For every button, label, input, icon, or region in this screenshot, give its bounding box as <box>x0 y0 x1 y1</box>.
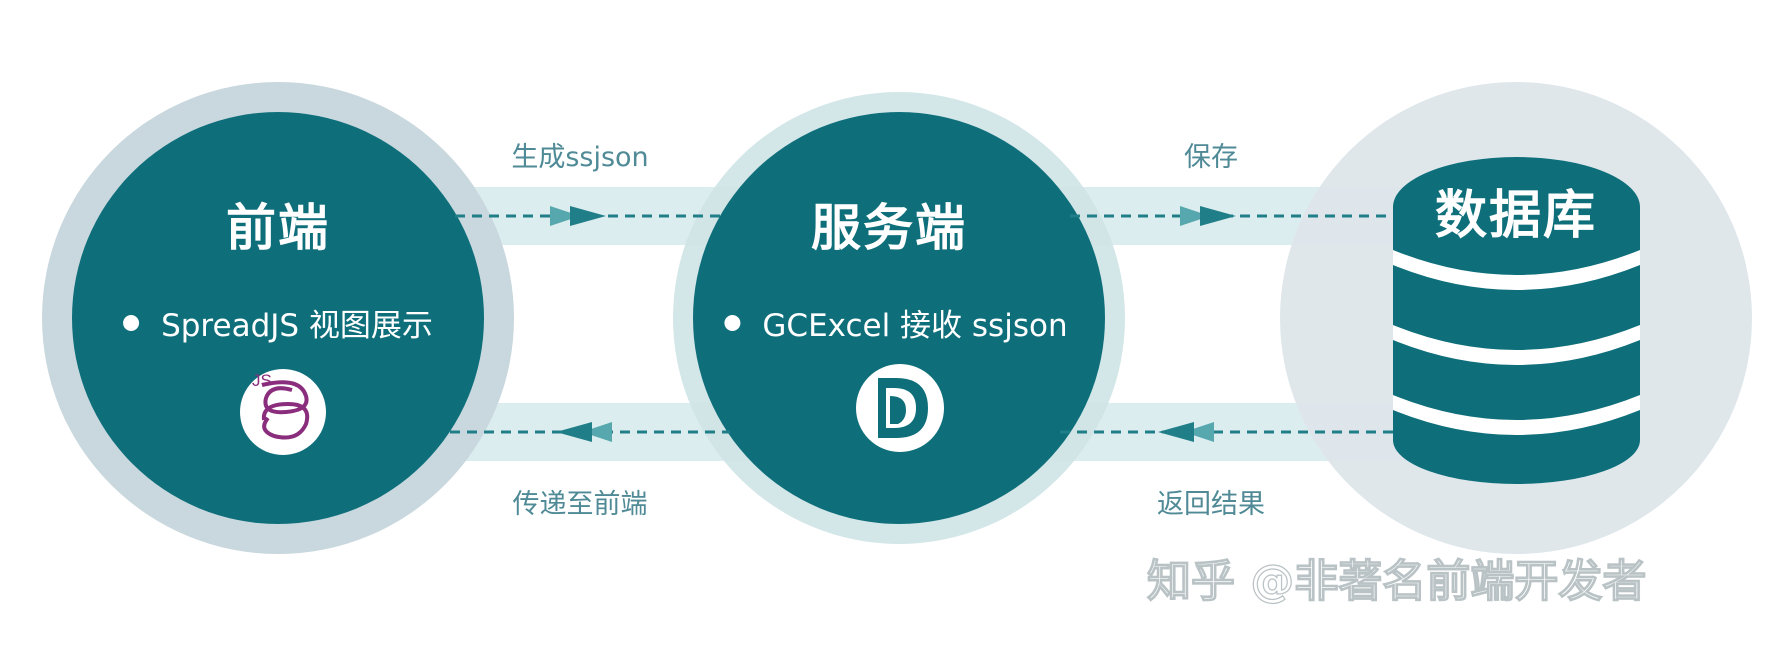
server-title: 服务端 <box>811 199 967 257</box>
database-title: 数据库 <box>1434 186 1598 246</box>
watermark-text: 知乎 @非著名前端开发者 <box>1146 555 1647 607</box>
frontend-feature-label: SpreadJS 视图展示 <box>161 308 433 344</box>
flow-label-deliver: 传递至前端 <box>512 489 648 520</box>
bullet-icon <box>123 314 140 331</box>
flow-arrow-save <box>1070 206 1395 226</box>
flow-label-generate: 生成ssjson <box>511 142 649 173</box>
frontend-title: 前端 <box>226 199 330 257</box>
flow-label-save: 保存 <box>1184 142 1238 173</box>
gcexcel-logo-icon <box>856 364 944 452</box>
flow-label-return: 返回结果 <box>1157 489 1265 520</box>
database-cylinder-icon <box>1393 157 1640 484</box>
flow-arrow-generate <box>455 206 720 226</box>
server-feature-label: GCExcel 接收 ssjson <box>762 308 1068 344</box>
spreadjs-logo-icon: JS <box>240 369 326 455</box>
frontend-feature-item: SpreadJS 视图展示 <box>123 300 433 345</box>
flow-arrow-return <box>1060 422 1395 442</box>
frontend-circle <box>72 112 484 524</box>
server-feature-item: GCExcel 接收 ssjson <box>724 300 1068 345</box>
bullet-icon <box>724 314 741 331</box>
flow-arrow-deliver <box>450 422 730 442</box>
server-circle <box>693 112 1105 524</box>
spreadjs-badge: JS <box>252 371 272 390</box>
